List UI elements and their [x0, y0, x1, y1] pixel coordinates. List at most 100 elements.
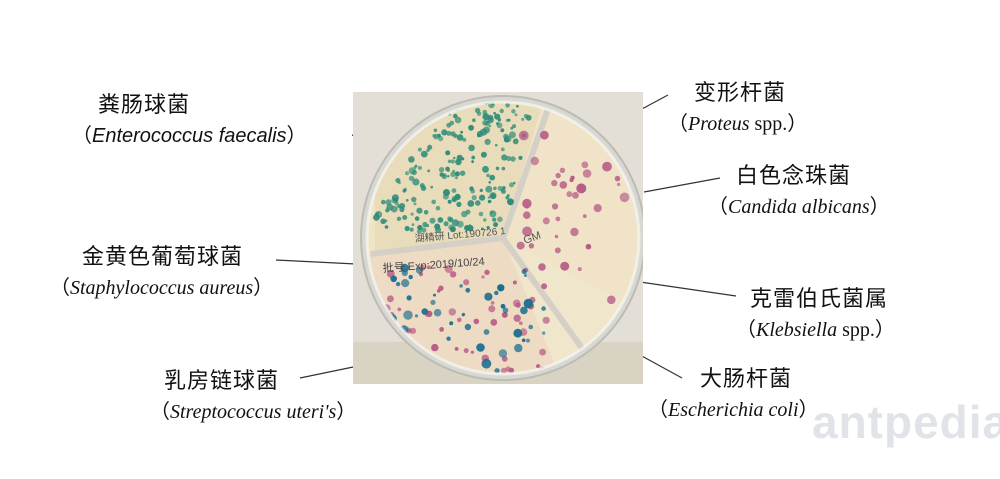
- colony: [496, 122, 503, 129]
- colony: [480, 151, 487, 158]
- colony: [488, 124, 492, 128]
- label-latin: （Klebsiella spp.）: [736, 318, 895, 341]
- watermark-logo: antpedia: [812, 396, 1000, 448]
- colony: [539, 348, 546, 356]
- colony: [412, 178, 420, 186]
- label-klebsiella: 克雷伯氏菌属 （Klebsiella spp.）: [736, 286, 956, 343]
- colony: [559, 181, 568, 189]
- colony: [454, 171, 460, 177]
- colony: [490, 319, 498, 326]
- colony: [456, 201, 462, 207]
- colony: [523, 211, 531, 219]
- colony: [486, 173, 490, 178]
- colony: [513, 328, 523, 338]
- colony: [472, 118, 476, 122]
- colony: [530, 156, 539, 166]
- colony: [585, 243, 592, 250]
- colony: [619, 192, 630, 203]
- colony: [521, 117, 525, 121]
- colony: [443, 221, 449, 227]
- colony: [494, 368, 500, 374]
- colony: [576, 183, 587, 194]
- colony: [404, 225, 410, 232]
- colony: [411, 223, 415, 227]
- colony: [495, 166, 500, 171]
- colony: [384, 225, 389, 229]
- colony: [391, 194, 399, 202]
- colony: [554, 247, 561, 254]
- colony: [433, 293, 436, 297]
- colony: [397, 307, 402, 312]
- colony: [484, 269, 490, 275]
- section-candida: [503, 102, 639, 312]
- colony: [465, 287, 471, 293]
- colony: [515, 302, 521, 308]
- colony: [509, 182, 514, 188]
- colony: [468, 144, 475, 152]
- colony: [445, 166, 450, 172]
- colony: [456, 134, 464, 141]
- colony: [385, 199, 392, 206]
- colony: [463, 348, 469, 354]
- colony: [506, 155, 512, 162]
- leader-line-klebsiella: [639, 281, 737, 297]
- colony: [494, 143, 498, 147]
- colony: [521, 268, 527, 275]
- colony: [581, 161, 589, 169]
- colony: [471, 195, 477, 201]
- section-enterococcus: [375, 102, 543, 252]
- colony: [577, 267, 582, 272]
- colony: [408, 167, 416, 175]
- colony: [488, 181, 491, 184]
- colony: [375, 212, 379, 217]
- label-cn: 白色念珠菌: [736, 164, 852, 189]
- label-staph: 金黄色葡萄球菌 （Staphylococcus aureus）: [50, 244, 340, 301]
- colony: [515, 138, 518, 141]
- colony: [448, 224, 454, 231]
- colony: [505, 103, 510, 108]
- colony: [420, 185, 427, 191]
- colony: [512, 124, 517, 129]
- colony: [593, 204, 602, 213]
- colony: [410, 212, 414, 216]
- colony: [456, 154, 463, 161]
- colony: [459, 170, 466, 176]
- colony: [454, 347, 459, 351]
- colony: [494, 290, 499, 296]
- colony: [540, 130, 549, 140]
- colony: [572, 191, 579, 199]
- colony: [401, 279, 410, 288]
- colony: [551, 179, 558, 187]
- colony: [475, 200, 481, 206]
- colony: [501, 154, 508, 161]
- colony: [430, 185, 434, 189]
- colony: [569, 178, 574, 183]
- colony: [484, 292, 493, 301]
- colony: [447, 199, 452, 204]
- label-latin: （Enterococcus faecalis）: [72, 124, 307, 147]
- colony: [607, 295, 616, 305]
- colony: [486, 225, 490, 230]
- colony: [501, 166, 506, 171]
- colony: [406, 295, 412, 301]
- colony: [502, 186, 506, 190]
- colony: [504, 135, 512, 143]
- colony: [570, 227, 579, 237]
- colony: [513, 314, 521, 322]
- colony: [434, 223, 441, 230]
- colony: [582, 169, 592, 178]
- colony: [497, 284, 505, 292]
- colony: [512, 280, 517, 285]
- colony: [446, 130, 452, 136]
- colony: [417, 147, 422, 152]
- colony: [542, 331, 546, 335]
- colony: [510, 156, 516, 162]
- label-cn: 大肠杆菌: [700, 367, 793, 392]
- colony: [469, 186, 474, 191]
- colony: [516, 104, 519, 108]
- colony: [408, 328, 412, 333]
- colony: [500, 303, 506, 309]
- colony: [430, 299, 436, 305]
- colony: [400, 263, 409, 273]
- colony: [520, 306, 528, 315]
